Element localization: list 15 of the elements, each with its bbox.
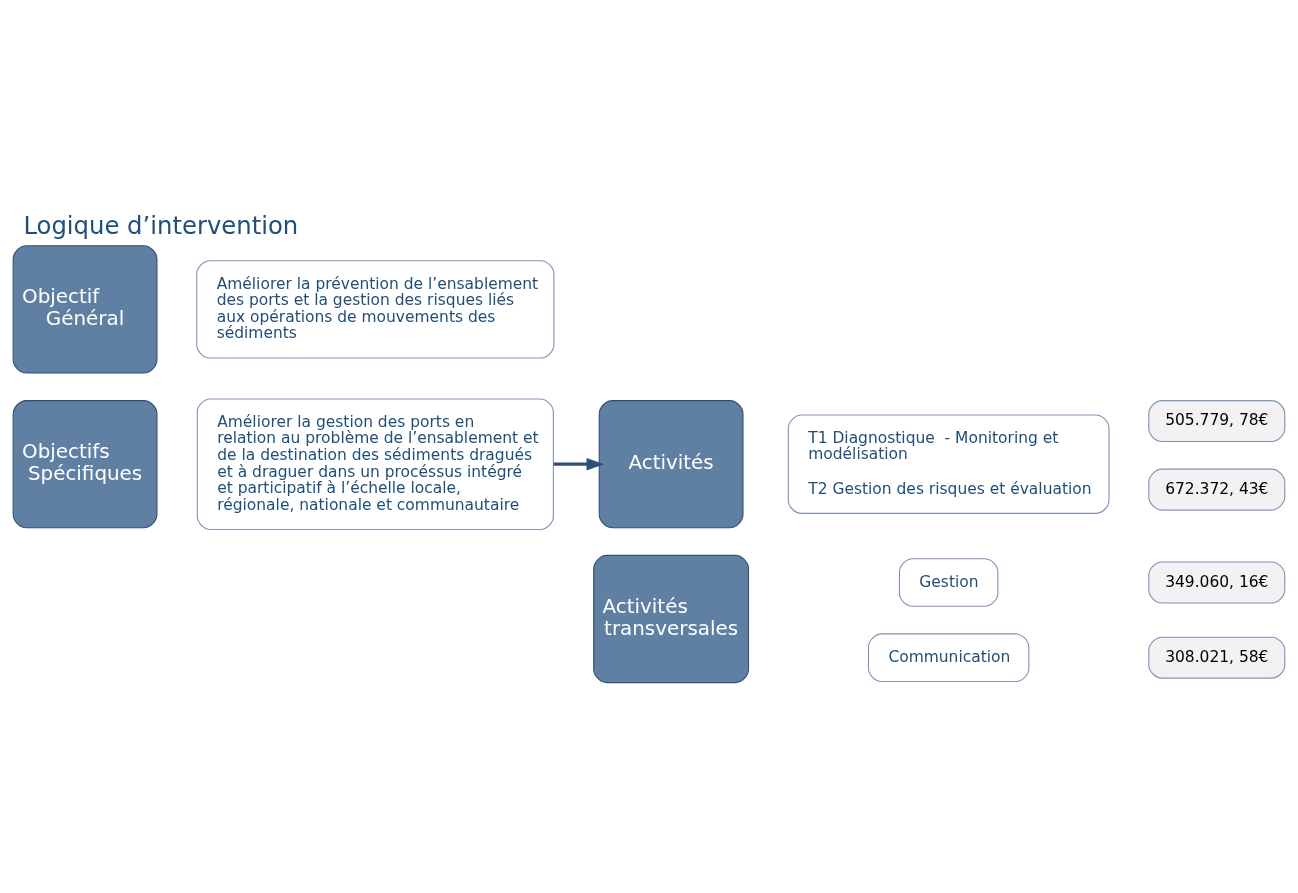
node-box: 672.372, 43€ bbox=[1148, 468, 1286, 511]
node-box: 349.060, 16€ bbox=[1148, 561, 1286, 604]
node-box: Améliorer la prévention de l’ensablement des ports et la gestion des risques liés aux opérations de mouvements des sédiments bbox=[196, 260, 555, 359]
node-box: Activités bbox=[598, 400, 744, 529]
node-box: Gestion bbox=[898, 558, 999, 607]
node-box: Communication bbox=[867, 633, 1030, 683]
node-box: Objectifs Spécifiques bbox=[12, 400, 158, 529]
node-box: Objectif Général bbox=[12, 245, 158, 374]
arrow bbox=[553, 458, 605, 471]
node-box: Activités transversales bbox=[593, 554, 750, 684]
node-box: Améliorer la gestion des ports en relation au problème de l’ensablement et de la destination des sédiments dragués et à draguer dans un procéssus intégré et participatif à l’échelle locale, régionale, nationale et communautaire bbox=[196, 398, 554, 530]
node-box: T1 Diagnostique - Monitoring et modélisation T2 Gestion des risques et évaluation bbox=[787, 414, 1110, 514]
node-box: 308.021, 58€ bbox=[1148, 636, 1286, 679]
node-box: 505.779, 78€ bbox=[1148, 400, 1286, 443]
diagram-title: Logique d’intervention bbox=[23, 211, 299, 241]
